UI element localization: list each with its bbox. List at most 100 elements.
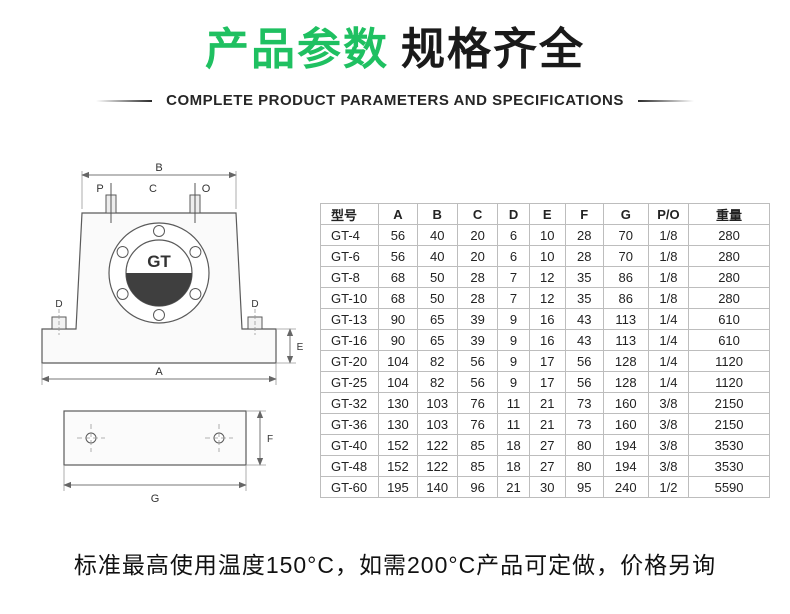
value-cell: 280 <box>688 224 770 247</box>
value-cell: 3/8 <box>647 434 690 457</box>
value-cell: 12 <box>528 266 566 289</box>
model-cell: GT-20 <box>319 350 380 373</box>
value-cell: 130 <box>378 413 418 436</box>
value-cell: 160 <box>602 413 649 436</box>
dim-label-d-left: D <box>55 299 62 310</box>
value-cell: 3/8 <box>647 413 690 436</box>
value-cell: 140 <box>416 476 458 499</box>
model-cell: GT-48 <box>319 455 380 478</box>
value-cell: 280 <box>688 245 770 268</box>
value-cell: 113 <box>602 308 649 331</box>
value-cell: 10 <box>528 224 566 247</box>
value-cell: 610 <box>688 308 770 331</box>
value-cell: 18 <box>497 455 530 478</box>
value-cell: 195 <box>378 476 418 499</box>
value-cell: 65 <box>416 308 458 331</box>
value-cell: 76 <box>456 392 499 415</box>
header-cell: 重量 <box>688 203 770 226</box>
value-cell: 56 <box>378 224 418 247</box>
value-cell: 1/4 <box>647 371 690 394</box>
value-cell: 3/8 <box>647 455 690 478</box>
page-header: 产品参数规格齐全 COMPLETE PRODUCT PARAMETERS AND… <box>0 0 790 109</box>
value-cell: 103 <box>416 413 458 436</box>
model-cell: GT-16 <box>319 329 380 352</box>
value-cell: 610 <box>688 329 770 352</box>
value-cell: 30 <box>528 476 566 499</box>
page-title-main: 规格齐全 <box>401 25 585 74</box>
value-cell: 152 <box>378 455 418 478</box>
value-cell: 40 <box>416 245 458 268</box>
inner-dark-half <box>126 273 192 307</box>
value-cell: 50 <box>416 266 458 289</box>
body-model-label: GT <box>147 252 171 271</box>
value-cell: 40 <box>416 224 458 247</box>
hole-centerlines <box>77 424 233 453</box>
value-cell: 12 <box>528 287 566 310</box>
value-cell: 1/2 <box>647 476 690 499</box>
value-cell: 128 <box>602 371 649 394</box>
header-cell: B <box>416 203 458 226</box>
model-cell: GT-60 <box>319 476 380 499</box>
value-cell: 85 <box>456 434 499 457</box>
value-cell: 73 <box>564 392 604 415</box>
value-cell: 17 <box>528 371 566 394</box>
value-cell: 1120 <box>688 350 770 373</box>
header-cell: G <box>602 203 649 226</box>
dim-label-g: G <box>151 493 160 505</box>
footer-note: 标准最高使用温度150°C，如需200°C产品可定做，价格另询 <box>73 552 717 579</box>
value-cell: 3530 <box>688 434 770 457</box>
value-cell: 35 <box>564 287 604 310</box>
value-cell: 122 <box>416 455 458 478</box>
model-cell: GT-32 <box>319 392 380 415</box>
value-cell: 17 <box>528 350 566 373</box>
value-cell: 122 <box>416 434 458 457</box>
value-cell: 16 <box>528 308 566 331</box>
value-cell: 86 <box>602 266 649 289</box>
model-cell: GT-4 <box>319 224 380 247</box>
value-cell: 43 <box>564 329 604 352</box>
value-cell: 9 <box>497 350 530 373</box>
value-cell: 2150 <box>688 413 770 436</box>
header-cell: E <box>528 203 566 226</box>
value-cell: 39 <box>456 329 499 352</box>
value-cell: 90 <box>378 329 418 352</box>
value-cell: 96 <box>456 476 499 499</box>
dim-label-a: A <box>155 366 163 378</box>
value-cell: 28 <box>456 266 499 289</box>
header-cell: A <box>378 203 418 226</box>
value-cell: 21 <box>528 392 566 415</box>
value-cell: 70 <box>602 245 649 268</box>
value-cell: 6 <box>497 245 530 268</box>
value-cell: 6 <box>497 224 530 247</box>
value-cell: 21 <box>497 476 530 499</box>
model-cell: GT-10 <box>319 287 380 310</box>
header-cell: F <box>564 203 604 226</box>
value-cell: 16 <box>528 329 566 352</box>
subtitle-divider-left <box>96 99 153 102</box>
technical-drawing: GT D D B P C O <box>41 162 304 505</box>
value-cell: 27 <box>528 434 566 457</box>
value-cell: 56 <box>564 371 604 394</box>
value-cell: 1/4 <box>647 308 690 331</box>
header-cell: P/O <box>647 203 690 226</box>
header-cell: 型号 <box>319 203 380 226</box>
value-cell: 50 <box>416 287 458 310</box>
value-cell: 85 <box>456 455 499 478</box>
header-cell: D <box>497 203 530 226</box>
value-cell: 68 <box>378 287 418 310</box>
value-cell: 280 <box>688 287 770 310</box>
value-cell: 160 <box>602 392 649 415</box>
value-cell: 56 <box>564 350 604 373</box>
value-cell: 27 <box>528 455 566 478</box>
main-content: GT D D B P C O <box>0 161 790 518</box>
value-cell: 1/4 <box>647 350 690 373</box>
